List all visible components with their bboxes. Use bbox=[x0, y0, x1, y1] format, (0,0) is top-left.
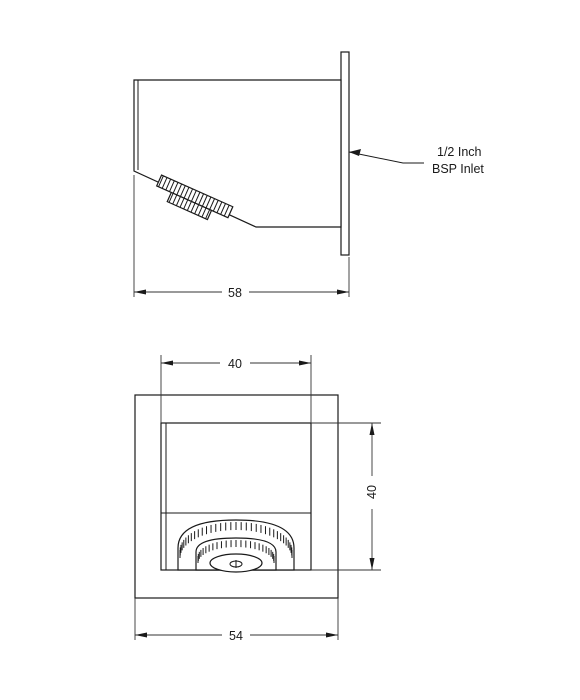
knurl-tick bbox=[197, 206, 203, 216]
knurl-tick bbox=[165, 178, 172, 191]
side-view: 1/2 Inch BSP Inlet 58 bbox=[133, 51, 484, 300]
knurl-tick bbox=[169, 180, 175, 192]
knurl-tick bbox=[220, 203, 226, 215]
knurl-tick bbox=[172, 182, 179, 194]
dim-58-label: 58 bbox=[228, 286, 242, 300]
dim-right-40-label: 40 bbox=[365, 485, 379, 499]
knurl-tick bbox=[168, 193, 174, 203]
knurl-tick bbox=[190, 190, 197, 202]
knurl-tick bbox=[161, 177, 168, 189]
knurl-tick bbox=[194, 204, 200, 215]
knurl-tick bbox=[209, 198, 216, 210]
side-knob bbox=[155, 174, 234, 221]
dim-58 bbox=[133, 175, 350, 297]
knurl-tick bbox=[179, 185, 186, 197]
inlet-label-line2: BSP Inlet bbox=[432, 162, 484, 176]
knurl-tick bbox=[201, 207, 207, 218]
inlet-label-line1: 1/2 Inch bbox=[437, 145, 482, 159]
wall-plate bbox=[340, 51, 350, 256]
knurl-tick bbox=[216, 201, 223, 214]
knurl-tick bbox=[205, 209, 211, 219]
front-knob bbox=[177, 519, 295, 573]
knurl-tick bbox=[194, 191, 201, 204]
knurl-tick bbox=[183, 199, 189, 210]
knurl-tick bbox=[176, 183, 183, 196]
knurl-tick bbox=[186, 201, 192, 211]
knurl-tick bbox=[158, 175, 164, 188]
knurl-tick bbox=[201, 195, 208, 207]
knurl-tick bbox=[179, 197, 185, 208]
knurl-tick bbox=[175, 196, 181, 206]
housing-body bbox=[133, 79, 342, 228]
inlet-leader bbox=[348, 149, 424, 164]
dim-top-40 bbox=[160, 355, 312, 423]
knurl-tick bbox=[212, 200, 219, 212]
knurl-tick bbox=[172, 194, 178, 205]
knurl-tick bbox=[183, 187, 190, 199]
knurl-tick bbox=[223, 204, 230, 217]
knurl-tick bbox=[198, 193, 205, 205]
knurl-tick bbox=[205, 196, 212, 209]
dim-54-label: 54 bbox=[229, 629, 243, 643]
front-view: 40 40 54 bbox=[134, 355, 381, 643]
knurl-tick bbox=[190, 202, 196, 213]
dim-right-40 bbox=[311, 422, 381, 571]
knurl-tick bbox=[187, 188, 194, 201]
dim-54 bbox=[134, 598, 339, 640]
dim-top-40-label: 40 bbox=[228, 357, 242, 371]
